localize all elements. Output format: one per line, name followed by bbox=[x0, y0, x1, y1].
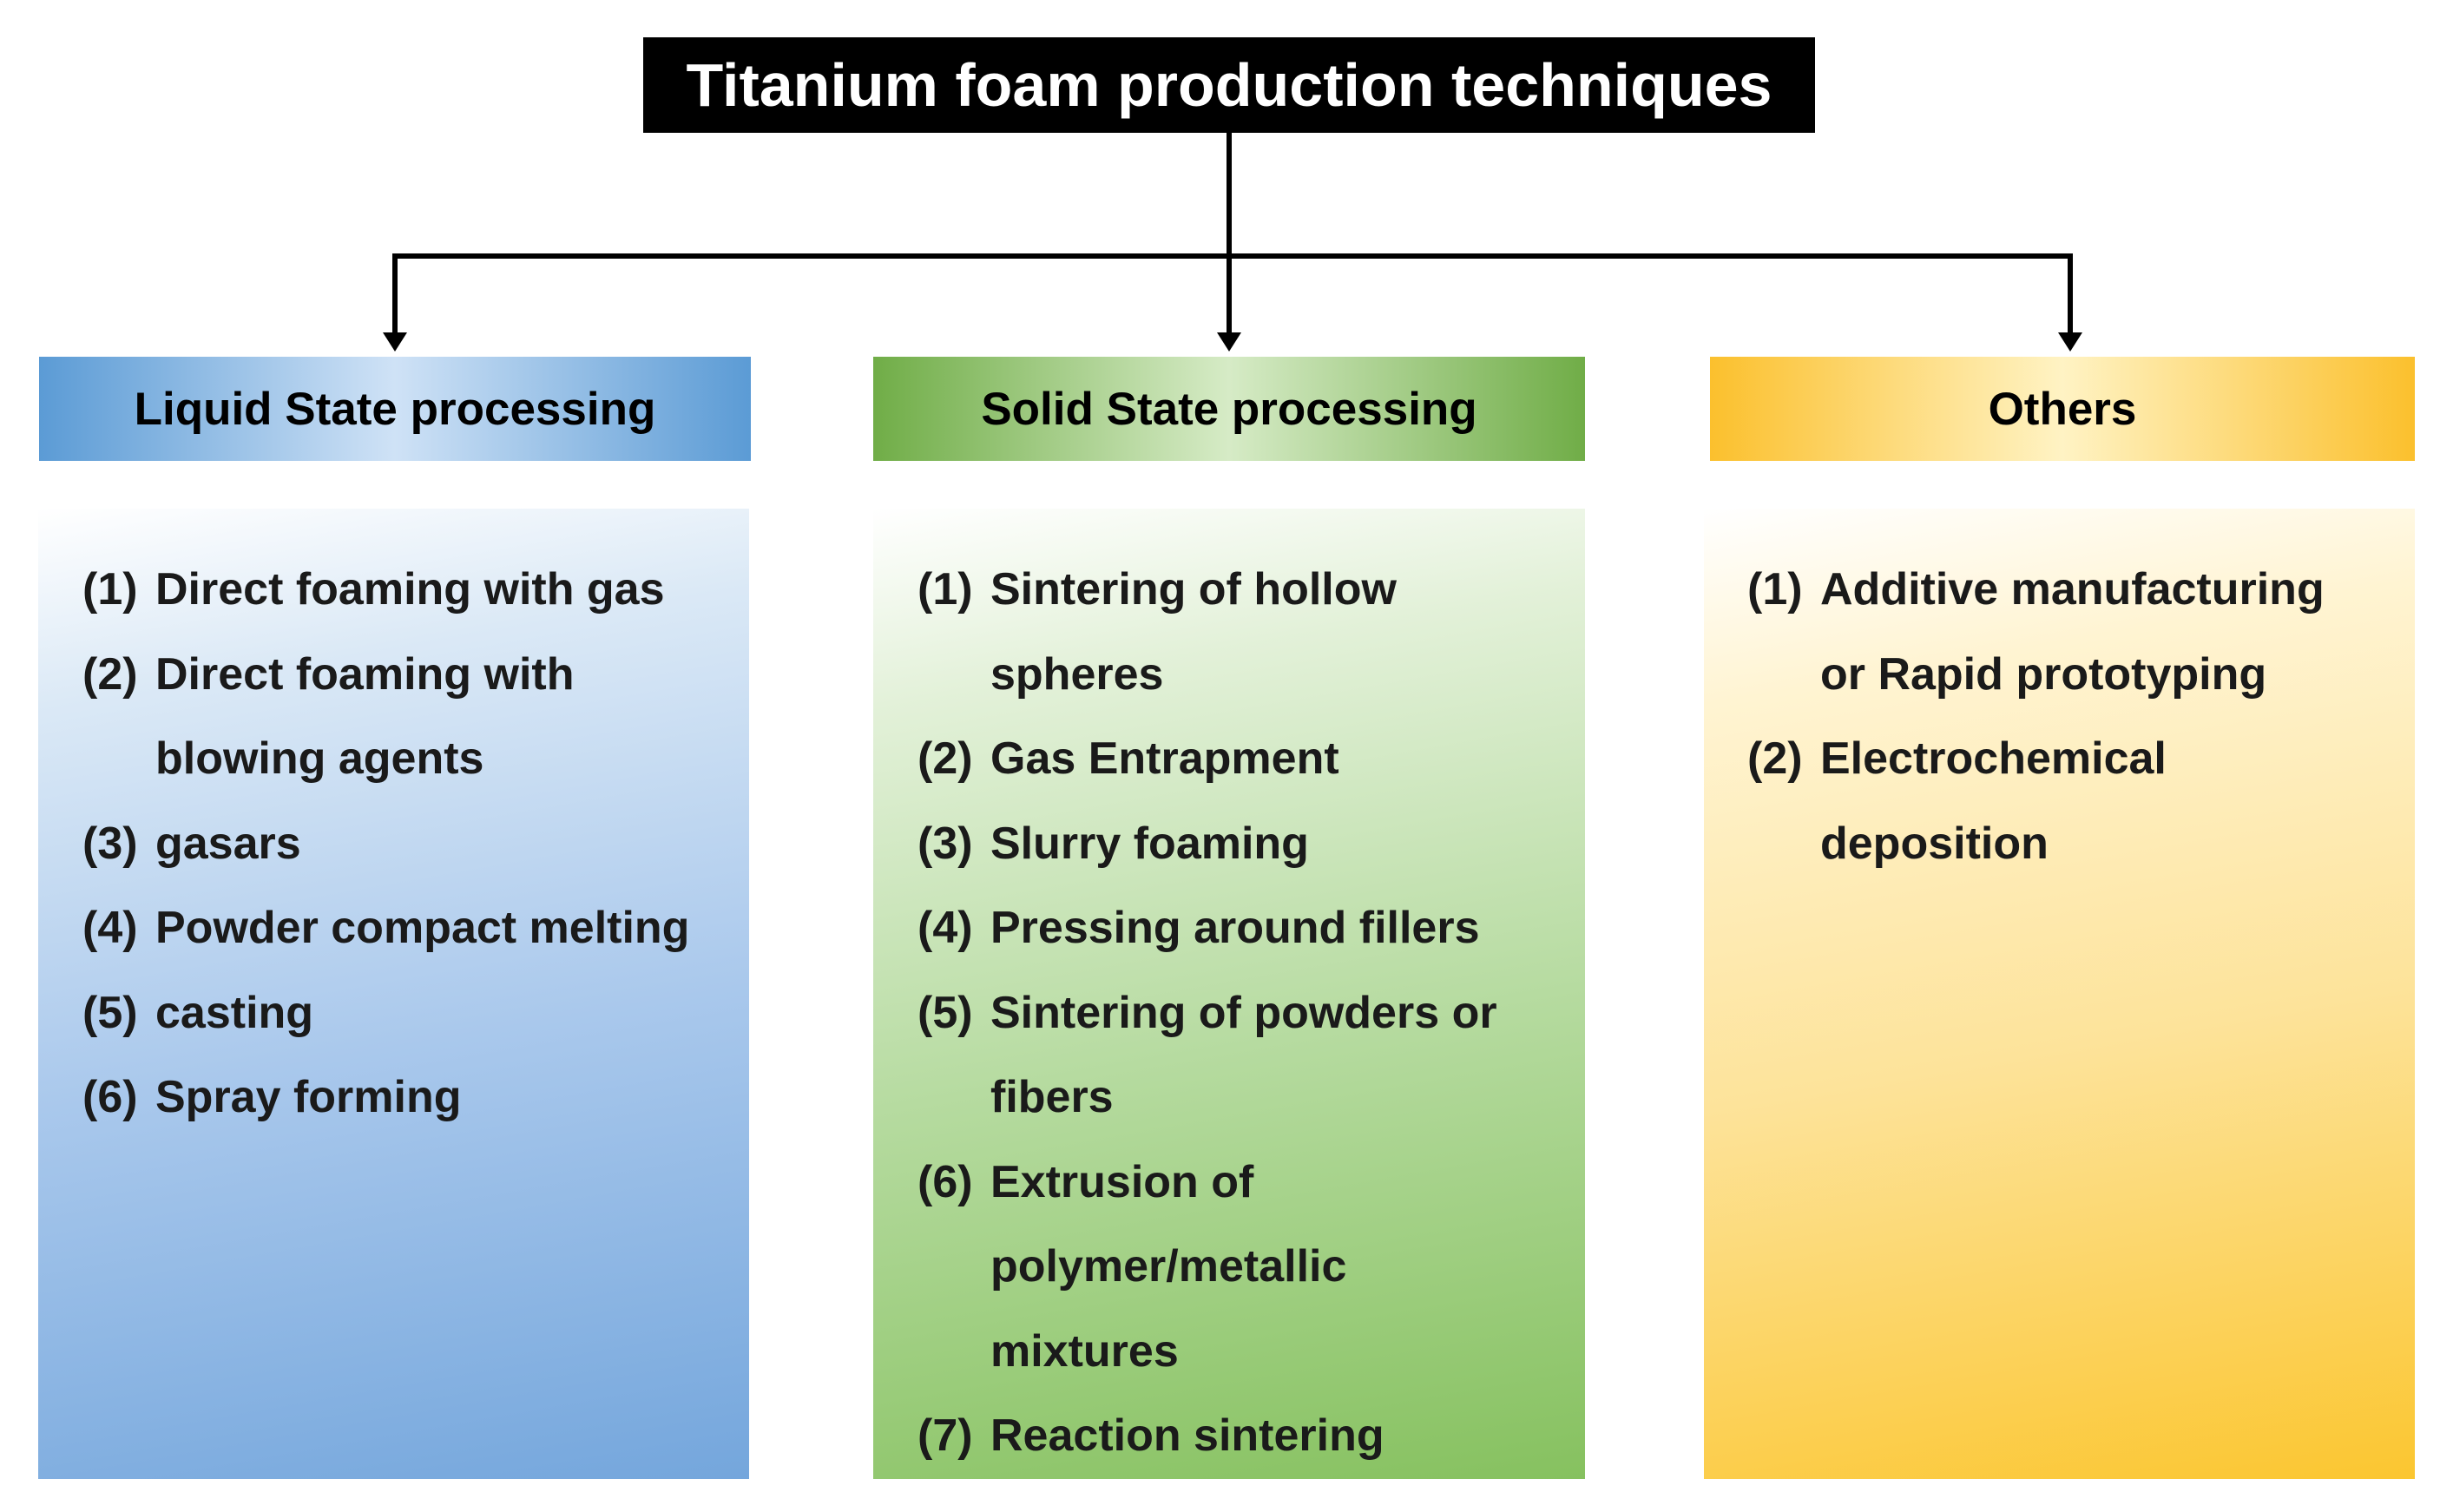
item-text: gasars bbox=[155, 818, 301, 869]
list-item: (1) Sintering of hollow spheres bbox=[917, 548, 1585, 717]
category-header-liquid: Liquid State processing bbox=[39, 357, 751, 461]
list-item: (6) Extrusion of polymer/metallic mixtur… bbox=[917, 1141, 1585, 1395]
item-text: Direct foaming with gas bbox=[155, 564, 665, 615]
item-text: Slurry foaming bbox=[990, 818, 1309, 869]
item-number: (7) bbox=[917, 1410, 973, 1461]
item-text: Additive manufacturing or Rapid prototyp… bbox=[1820, 564, 2325, 700]
list-item: (1) Direct foaming with gas bbox=[82, 548, 749, 633]
list-item: (1) Additive manufacturing or Rapid prot… bbox=[1747, 548, 2415, 717]
item-text: Electrochemical deposition bbox=[1820, 733, 2167, 869]
item-text: Sintering of hollow spheres bbox=[990, 564, 1397, 700]
list-item: (7) Reaction sintering bbox=[917, 1394, 1585, 1479]
item-text: casting bbox=[155, 987, 314, 1038]
item-number: (3) bbox=[917, 818, 973, 869]
solid-items-box: (1) Sintering of hollow spheres (2) Gas … bbox=[873, 509, 1585, 1479]
item-number: (2) bbox=[917, 733, 973, 784]
others-items-box: (1) Additive manufacturing or Rapid prot… bbox=[1704, 509, 2415, 1479]
item-text: Gas Entrapment bbox=[990, 733, 1339, 784]
item-text: Direct foaming with blowing agents bbox=[155, 648, 575, 785]
item-number: (4) bbox=[917, 903, 973, 953]
liquid-items-box: (1) Direct foaming with gas (2) Direct f… bbox=[38, 509, 749, 1479]
category-header-others: Others bbox=[1710, 357, 2415, 461]
item-number: (3) bbox=[82, 818, 138, 869]
item-number: (1) bbox=[917, 564, 973, 615]
item-number: (6) bbox=[917, 1156, 973, 1207]
root-node-title: Titanium foam production techniques bbox=[643, 37, 1815, 133]
item-text: Sintering of powders or fibers bbox=[990, 987, 1497, 1123]
item-text: Spray forming bbox=[155, 1072, 462, 1122]
arrowhead-others bbox=[2058, 332, 2082, 352]
list-item: (4) Pressing around fillers bbox=[917, 886, 1585, 971]
list-item: (2) Electrochemical deposition bbox=[1747, 717, 2415, 886]
list-item: (3) Slurry foaming bbox=[917, 802, 1585, 887]
list-item: (5) Sintering of powders or fibers bbox=[917, 971, 1585, 1141]
item-text: Powder compact melting bbox=[155, 903, 690, 953]
list-item: (4) Powder compact melting bbox=[82, 886, 749, 971]
item-text: Reaction sintering bbox=[990, 1410, 1384, 1461]
item-number: (1) bbox=[1747, 564, 1803, 615]
category-header-solid: Solid State processing bbox=[873, 357, 1585, 461]
item-number: (5) bbox=[82, 987, 138, 1038]
item-text: Pressing around fillers bbox=[990, 903, 1480, 953]
list-item: (2) Gas Entrapment bbox=[917, 717, 1585, 802]
item-number: (2) bbox=[82, 648, 138, 700]
list-item: (2) Direct foaming with blowing agents bbox=[82, 633, 749, 802]
item-number: (4) bbox=[82, 903, 138, 953]
item-number: (1) bbox=[82, 564, 138, 615]
item-text: Extrusion of polymer/metallic mixtures bbox=[990, 1156, 1347, 1377]
list-item: (6) Spray forming bbox=[82, 1055, 749, 1141]
arrowhead-liquid bbox=[383, 332, 407, 352]
item-number: (2) bbox=[1747, 733, 1803, 784]
arrowhead-solid bbox=[1217, 332, 1241, 352]
list-item: (3) gasars bbox=[82, 802, 749, 887]
item-number: (6) bbox=[82, 1072, 138, 1122]
item-number: (5) bbox=[917, 987, 973, 1038]
list-item: (5) casting bbox=[82, 971, 749, 1056]
